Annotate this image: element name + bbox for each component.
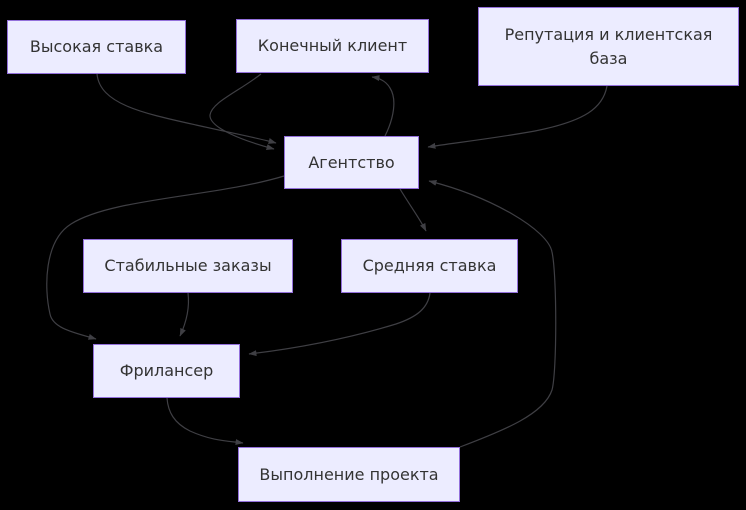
edge-agentstvo-to-konechny-klient — [371, 75, 395, 137]
edge-reputacia-to-agentstvo — [427, 85, 608, 149]
edge-srednyaya-stavka-to-freelancer — [248, 292, 431, 357]
edge-stabilnye-zakazy-to-freelancer — [179, 292, 190, 337]
node-stabilnye-zakazy-label: Стабильные заказы — [104, 256, 272, 275]
node-reputacia-label-line2: база — [589, 48, 628, 68]
edge-freelancer-to-vypolnenie-proekta — [166, 397, 244, 445]
edge-konechny-klient-to-agentstvo — [209, 73, 275, 150]
node-konechny-klient: Конечный клиент — [236, 19, 429, 73]
node-vypolnenie-proekta-label: Выполнение проекта — [259, 464, 439, 484]
node-vysokaya-stavka: Высокая ставка — [7, 20, 186, 74]
node-agentstvo-label: Агентство — [308, 152, 395, 172]
node-reputacia-i-klientskaya-baza: Репутация и клиентская база — [478, 7, 739, 86]
edge-vypolnenie-proekta-to-agentstvo — [428, 179, 557, 448]
node-freelancer: Фрилансер — [93, 344, 240, 398]
edge-agentstvo-to-srednyaya-stavka — [399, 188, 427, 232]
node-reputacia-label-line1: Репутация и клиентская — [504, 24, 713, 44]
node-vypolnenie-proekta: Выполнение проекта — [238, 447, 460, 502]
edge-agentstvo-to-freelancer — [46, 175, 285, 340]
node-konechny-klient-label: Конечный клиент — [257, 36, 408, 55]
node-srednyaya-stavka: Средняя ставка — [341, 239, 518, 293]
node-srednyaya-stavka-label: Средняя ставка — [362, 256, 497, 275]
node-vysokaya-stavka-label: Высокая ставка — [29, 37, 164, 56]
node-agentstvo: Агентство — [284, 136, 419, 189]
node-stabilnye-zakazy: Стабильные заказы — [83, 239, 293, 293]
edge-vysokaya-stavka-to-agentstvo — [96, 73, 277, 144]
node-freelancer-label: Фрилансер — [119, 361, 214, 380]
